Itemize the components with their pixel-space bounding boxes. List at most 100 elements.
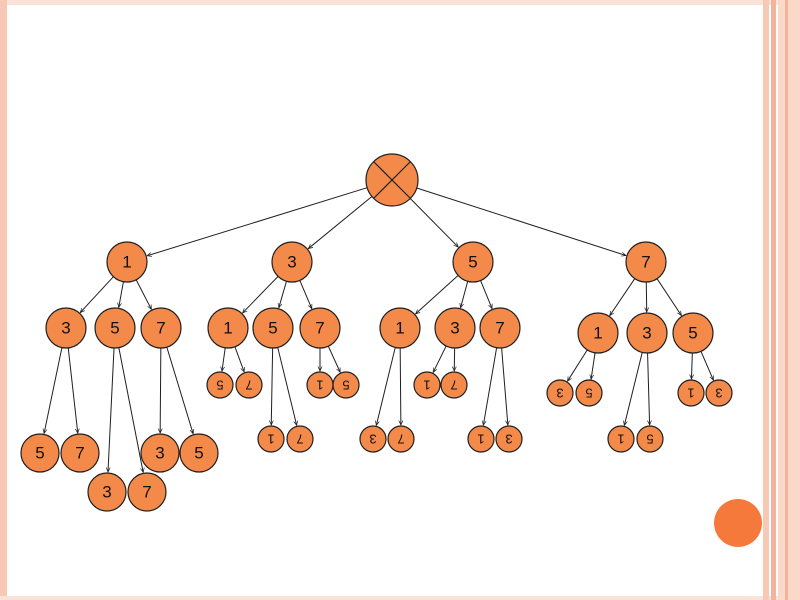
tree-node-label: 3 [642,324,651,343]
tree-node-c517: 7 [387,425,415,453]
tree-node-b17: 7 [140,307,182,349]
tree-node-label: 5 [216,378,223,393]
tree-edge-a7-b75 [656,278,681,316]
tree-edge-a3-b35 [279,281,287,308]
tree-edge-b13-c135 [44,347,63,434]
tree-node-label: 7 [641,253,650,272]
tree-node-circle [575,379,603,407]
tree-edge-b51-c513 [376,347,396,425]
tree-node-circle [106,241,148,283]
tree-node-circle [206,371,234,399]
tree-node-b71: 1 [577,312,619,354]
tree-edge-b31-c315 [222,347,226,371]
tree-edge-b71-c715 [591,352,596,379]
tree-node-label: 3 [556,386,563,401]
tree-node-a7: 7 [625,241,667,283]
tree-edge-b57-c573 [501,347,508,425]
tree-node-circle [94,307,136,349]
tree-node-label: 1 [267,432,274,447]
tree-node-circle [60,433,100,473]
tree-edge-b17-c173 [160,347,161,433]
tree-node-label: 7 [296,432,303,447]
tree-node-circle [179,433,219,473]
tree-node-label: 3 [61,319,70,338]
tree-node-b35: 5 [252,307,294,349]
tree-edge-b35-c357 [277,347,297,425]
tree-node-label: 5 [688,324,697,343]
tree-edge-b75-c751 [691,352,692,379]
tree-node-c573: 3 [495,425,523,453]
tree-node-circle [20,433,60,473]
tree-edge-a5-b57 [480,280,492,309]
tree-node-label: 5 [646,432,653,447]
tree-edge-b17-c175 [166,346,193,434]
tree-node-c357: 7 [286,425,314,453]
tree-edge-root-a7 [416,187,626,256]
slide-right-border [763,0,769,600]
tree-edge-b37-c375 [327,345,341,372]
tree-node-label: 3 [715,386,722,401]
tree-node-circle [546,379,574,407]
tree-node-label: 7 [397,432,404,447]
tree-edge-b53-c531 [432,345,447,372]
tree-edge-b75-c753 [700,351,714,380]
tree-node-circle [359,425,387,453]
tree-node-circle [672,312,714,354]
tree-edge-root-a5 [409,198,458,247]
tree-node-circle [87,472,127,512]
tree-node-b75: 5 [672,312,714,354]
tree-node-b53: 3 [434,307,476,349]
tree-edge-a1-b15 [119,281,124,308]
tree-edge-b57-c571 [483,347,498,425]
tree-node-circle [140,307,182,349]
tree-node-circle [140,433,180,473]
tree-edge-a1-b17 [135,279,152,310]
tree-edge-a1-b13 [80,276,114,313]
tree-node-circle [677,379,705,407]
tree-node-circle [434,307,476,349]
tree-node-c375: 5 [332,371,360,399]
tree-edge-a5-b51 [416,275,459,314]
tree-node-label: 5 [342,378,349,393]
tree-node-c157: 7 [127,472,167,512]
tree-node-c175: 5 [179,433,219,473]
tree-node-circle [271,241,313,283]
slide-right-band [778,0,800,600]
tree-node-circle [299,307,341,349]
tree-node-label: 7 [495,319,504,338]
tree-root-node [365,153,419,207]
tree-node-c315: 5 [206,371,234,399]
tree-node-c135: 5 [20,433,60,473]
tree-edge-b15-c157 [118,347,143,473]
tree-node-circle [45,307,87,349]
slide-right-stripe [771,0,776,600]
tree-node-label: 7 [315,319,324,338]
tree-node-label: 1 [122,253,131,272]
tree-node-label: 7 [450,378,457,393]
slide-left-border [0,0,7,600]
tree-edge-b15-c153 [108,347,115,472]
tree-node-label: 3 [287,253,296,272]
tree-node-c173: 3 [140,433,180,473]
tree-node-label: 7 [245,378,252,393]
tree-edge-a3-b31 [243,276,279,313]
tree-node-label: 1 [687,386,694,401]
tree-node-c153: 3 [87,472,127,512]
tree-node-label: 3 [102,483,111,502]
tree-edge-b31-c317 [234,346,244,372]
tree-node-circle [607,425,635,453]
tree-node-circle [625,241,667,283]
tree-node-circle [495,425,523,453]
tree-node-c735: 5 [636,425,664,453]
edges-layer [44,187,714,473]
tree-node-label: 7 [142,483,151,502]
tree-edge-a3-b37 [299,280,313,308]
tree-node-c731: 1 [607,425,635,453]
tree-node-circle [257,425,285,453]
tree-node-b51: 1 [379,307,421,349]
tree-node-label: 1 [395,319,404,338]
tree-node-circle [705,379,733,407]
tree-edge-b71-c713 [567,349,588,381]
tree-node-label: 1 [316,378,323,393]
tree-edge-b13-c137 [67,347,78,433]
